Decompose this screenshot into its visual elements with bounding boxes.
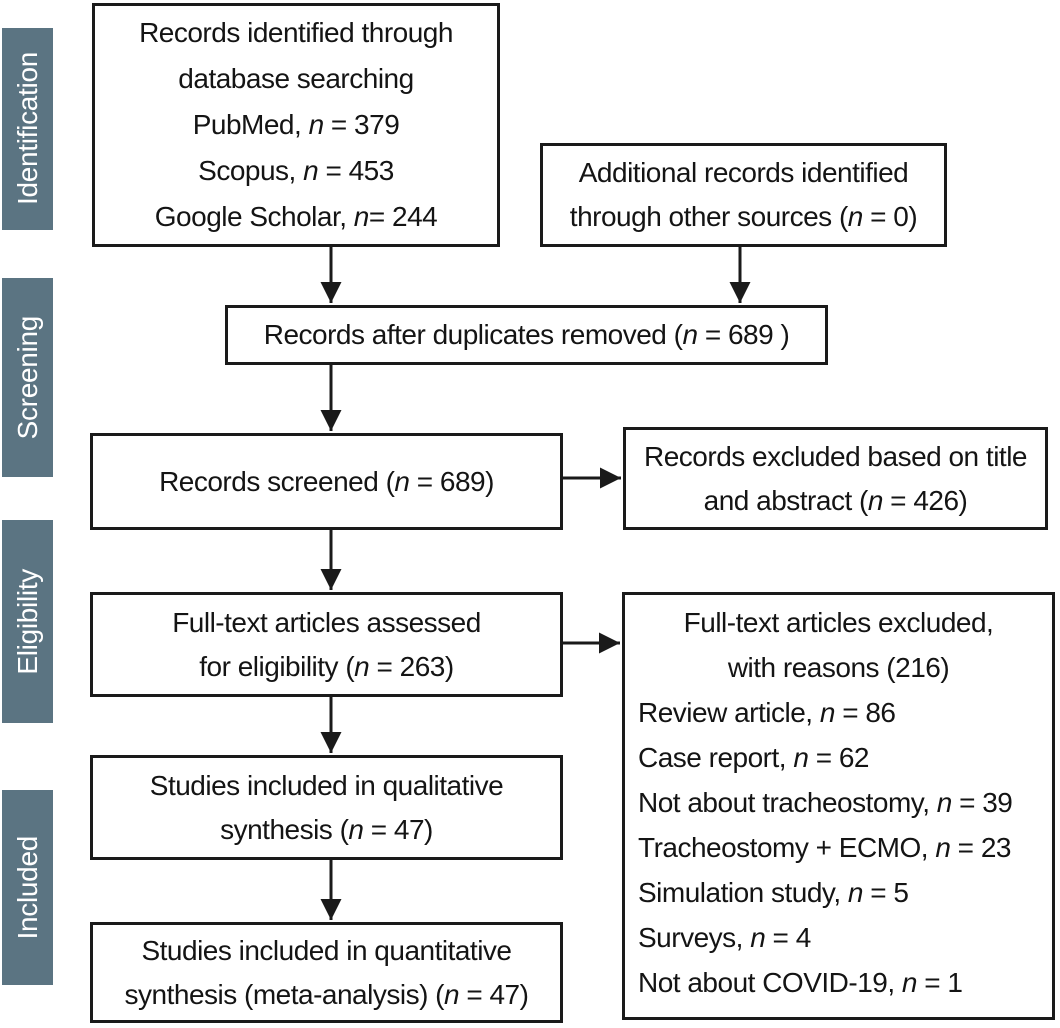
text-line: Scopus, n = 453 (198, 155, 394, 186)
text-line: Records after duplicates removed (n = 68… (263, 319, 790, 350)
text-line: Case report, n = 62 (638, 742, 870, 773)
box-records-excluded: Records excluded based on title and abstr… (623, 427, 1048, 530)
text-line: Full-text articles assessed (172, 606, 481, 638)
text-line: Full-text articles excluded, (683, 607, 994, 638)
box-duplicates-removed: Records after duplicates removed (n = 68… (225, 305, 828, 365)
stage-screening: Screening (2, 278, 53, 477)
text-line: Review article, n = 86 (638, 697, 896, 728)
box-additional-records: Additional records identified through oth… (540, 143, 947, 247)
box-records-identified-text: Records identified through database searc… (95, 10, 497, 240)
text-line: through other sources (n = 0) (569, 201, 918, 232)
stage-eligibility: Eligibility (2, 520, 53, 723)
text-line: Simulation study, n = 5 (638, 877, 909, 908)
stage-included-label: Included (11, 835, 43, 940)
text-line: Records identified through (139, 17, 453, 48)
text-line: Tracheostomy + ECMO, n = 23 (638, 832, 1011, 863)
text-line: synthesis (meta-analysis) (n = 47) (124, 978, 529, 1010)
box-fulltext-assessed: Full-text articles assessed for eligibili… (90, 592, 563, 697)
text-line: Not about COVID-19, n = 1 (638, 967, 963, 998)
text-line: Studies included in qualitative (149, 769, 504, 801)
text-line: Records excluded based on title (644, 440, 1027, 472)
box-fulltext-excluded-title: Full-text articles excluded, with reasons… (637, 600, 1040, 690)
text-line: and abstract (n = 426) (703, 484, 968, 516)
text-line: PubMed, n = 379 (192, 109, 400, 140)
stage-screening-label: Screening (11, 315, 43, 440)
stage-included: Included (2, 790, 53, 985)
box-additional-records-text: Additional records identified through oth… (543, 151, 944, 239)
box-qualitative-synthesis: Studies included in qualitative synthesis… (90, 755, 563, 860)
box-records-identified: Records identified through database searc… (92, 3, 500, 247)
box-qualitative-synthesis-text: Studies included in qualitative synthesis… (93, 764, 560, 852)
box-records-screened-text: Records screened (n = 689) (93, 460, 560, 504)
stage-identification-label: Identification (11, 52, 43, 206)
box-duplicates-removed-text: Records after duplicates removed (n = 68… (228, 313, 825, 357)
box-records-screened: Records screened (n = 689) (90, 433, 563, 530)
stage-eligibility-label: Eligibility (11, 568, 43, 675)
box-quantitative-synthesis: Studies included in quantitative synthesi… (90, 922, 563, 1023)
stage-identification: Identification (2, 28, 53, 230)
box-quantitative-synthesis-text: Studies included in quantitative synthesi… (93, 929, 560, 1017)
text-line: database searching (178, 63, 414, 94)
text-line: Surveys, n = 4 (638, 922, 811, 953)
text-line: synthesis (n = 47) (220, 813, 433, 845)
text-line: with reasons (216) (727, 652, 950, 683)
box-records-excluded-text: Records excluded based on title and abstr… (626, 435, 1045, 523)
text-line: Additional records identified (578, 157, 909, 188)
text-line: for eligibility (n = 263) (199, 650, 454, 682)
text-line: Not about tracheostomy, n = 39 (638, 787, 1013, 818)
box-fulltext-excluded: Full-text articles excluded, with reasons… (622, 592, 1055, 1020)
text-line: Studies included in quantitative (141, 934, 512, 966)
box-fulltext-excluded-reasons: Review article, n = 86 Case report, n = 6… (636, 690, 1041, 1005)
text-line: Google Scholar, n= 244 (154, 201, 438, 232)
text-line: Records screened (n = 689) (159, 465, 494, 497)
box-fulltext-assessed-text: Full-text articles assessed for eligibili… (93, 601, 560, 689)
